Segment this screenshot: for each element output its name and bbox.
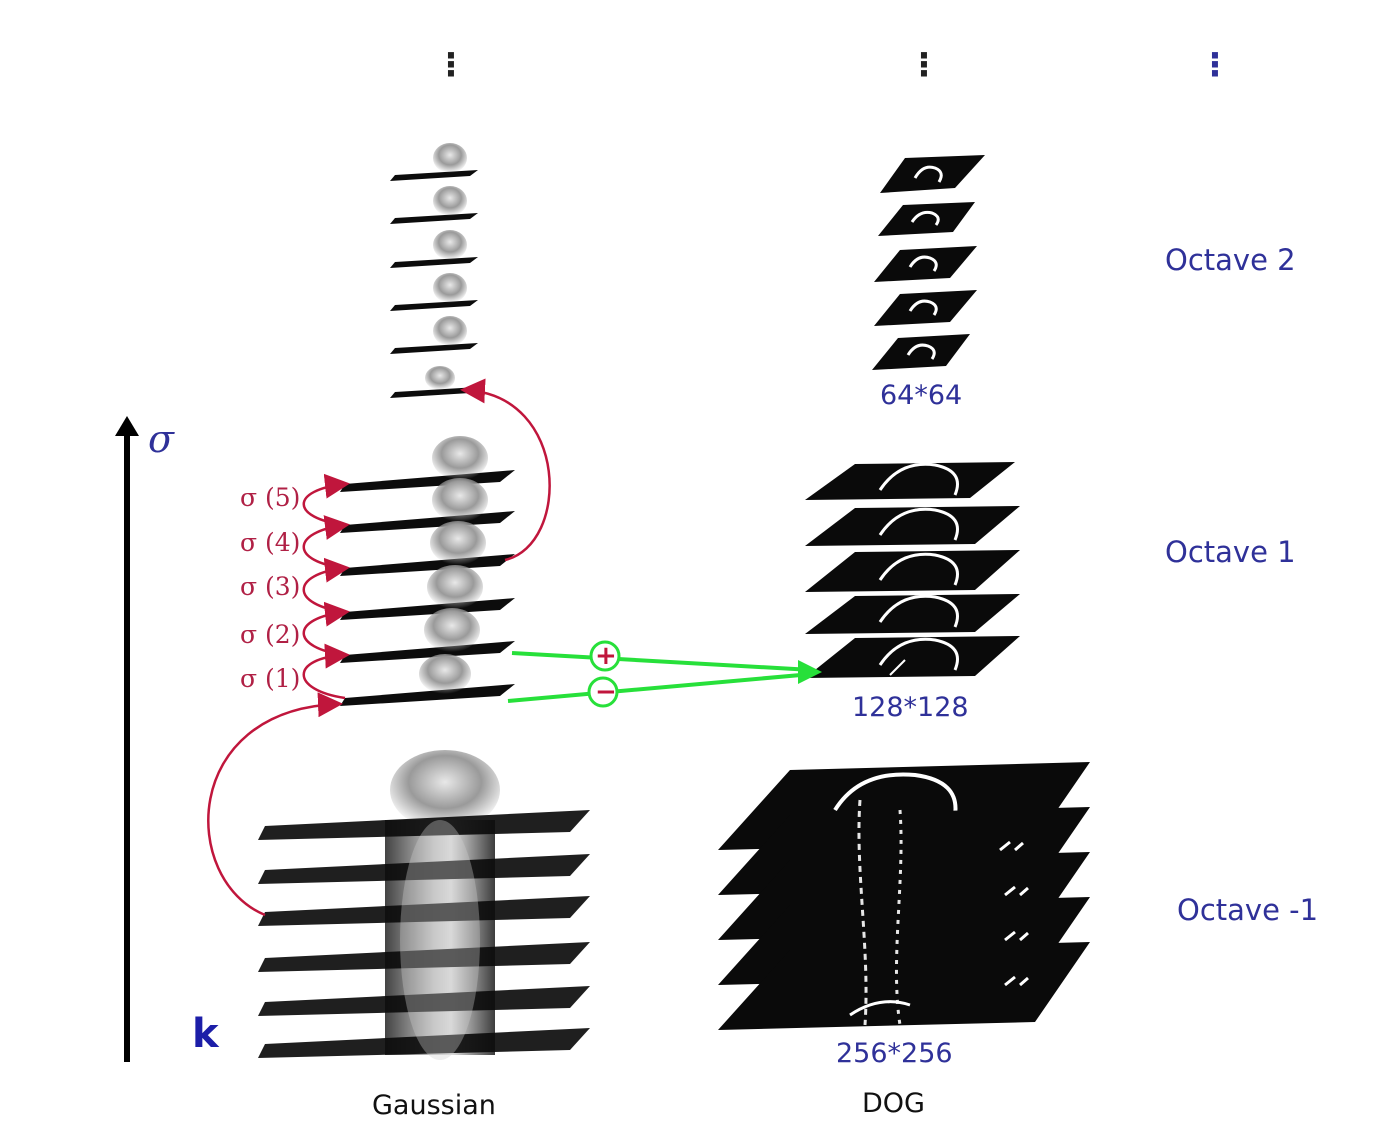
scale-axis — [115, 416, 139, 1062]
dog-layer — [805, 636, 1020, 678]
dog-layer — [805, 550, 1020, 592]
dog-octave-minus1-stack — [718, 762, 1090, 1030]
octave-jump-lower — [207, 692, 343, 917]
gaussian-caption: Gaussian — [372, 1090, 496, 1121]
dog-layer — [874, 246, 977, 282]
gaussian-layer — [258, 942, 590, 972]
gaussian-layer — [390, 230, 478, 268]
dog-layer — [878, 202, 975, 236]
gaussian-octave-minus1-stack — [258, 750, 590, 1060]
sigma-level-label: σ (4) — [240, 528, 301, 557]
dog-layer — [872, 334, 970, 370]
plus-operator: + — [595, 641, 617, 671]
octave-jump-upper — [460, 378, 551, 562]
octave-minus1-label: Octave -1 — [1177, 893, 1319, 927]
octave-downsample-arrows — [207, 378, 551, 917]
sigma-3-loop — [302, 557, 350, 614]
axis-arrowhead-icon — [115, 416, 139, 436]
sigma-5-loop — [302, 473, 350, 527]
sigma-level-label: σ (1) — [240, 664, 301, 693]
difference-arrowhead-icon — [798, 660, 822, 684]
gaussian-layer — [340, 478, 515, 533]
gaussian-layer — [390, 366, 478, 398]
gaussian-continuation-icon: ··· — [444, 36, 458, 94]
gaussian-layer — [390, 143, 478, 181]
gaussian-layer — [258, 854, 590, 884]
gaussian-layer — [390, 186, 478, 224]
dog-layer — [805, 462, 1015, 500]
gaussian-layer — [340, 521, 515, 576]
octave-minus1-size-label: 256*256 — [836, 1038, 953, 1069]
plus-operator-icon — [589, 640, 621, 672]
k-axis-label: k — [192, 1011, 219, 1057]
gaussian-layer — [390, 316, 478, 354]
plus-arrow — [511, 651, 813, 672]
dog-layer — [718, 942, 1090, 1030]
gaussian-layer — [340, 654, 515, 706]
sigma-4-loop — [302, 515, 350, 570]
sigma-level-label: σ (2) — [240, 620, 301, 649]
gaussian-layer — [258, 896, 590, 926]
octave-1-size-label: 128*128 — [852, 692, 969, 723]
minus-operator: − — [595, 677, 617, 707]
dog-layer — [805, 506, 1020, 546]
gaussian-octave-2-stack — [390, 143, 478, 398]
octave-2-size-label: 64*64 — [880, 380, 963, 411]
difference-arrows — [507, 640, 822, 708]
minus-arrow — [507, 672, 813, 703]
gaussian-layer — [340, 436, 515, 492]
dog-caption: DOG — [862, 1088, 925, 1119]
gaussian-layer — [258, 1028, 590, 1058]
minus-operator-icon — [587, 676, 619, 708]
dog-layer — [880, 155, 985, 193]
gaussian-layer — [340, 565, 515, 620]
dog-octave-1-stack — [805, 462, 1020, 678]
gaussian-layer — [258, 810, 590, 840]
dog-layer — [805, 594, 1020, 634]
sigma-1-loop — [302, 643, 350, 700]
octave-1-label: Octave 1 — [1165, 535, 1296, 569]
dog-continuation-icon: ··· — [917, 36, 931, 94]
sigma-level-label: σ (5) — [240, 483, 301, 512]
dog-layer — [874, 290, 977, 326]
gaussian-octave-1-stack — [340, 436, 515, 706]
gaussian-layer — [390, 273, 478, 311]
octave-continuation-icon: ··· — [1208, 36, 1222, 94]
gaussian-layer — [340, 608, 515, 663]
gaussian-layer — [258, 986, 590, 1016]
sigma-axis-label: σ — [148, 417, 174, 461]
sigma-step-loops — [302, 473, 350, 700]
sigma-level-label: σ (3) — [240, 572, 301, 601]
octave-2-label: Octave 2 — [1165, 243, 1296, 277]
dog-octave-2-stack — [872, 155, 985, 370]
sigma-2-loop — [302, 601, 350, 657]
